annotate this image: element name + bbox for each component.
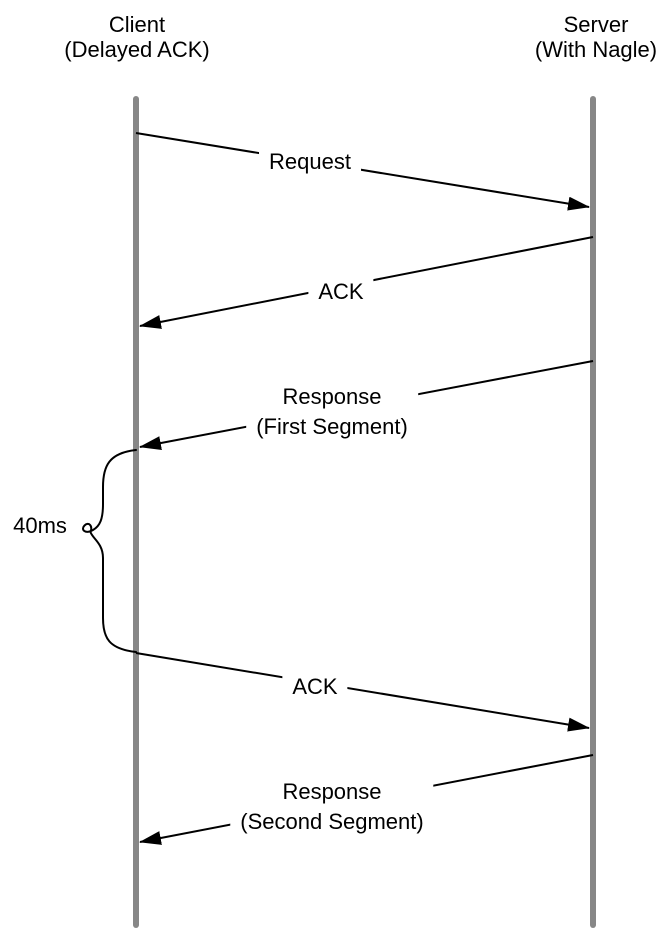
message-label-response-second-segment: Response(Second Segment) (230, 777, 434, 837)
actor-subtitle: (Delayed ACK) (64, 37, 210, 62)
delay-brace (82, 449, 137, 653)
actor-label-server: Server (With Nagle) (535, 12, 657, 62)
message-arrow-ack-2 (135, 652, 590, 732)
actor-name: Client (108, 12, 166, 37)
message-label-request: Request (259, 147, 361, 177)
delay-duration-label: 40ms (13, 513, 67, 538)
actor-subtitle: (With Nagle) (534, 37, 658, 62)
message-label-ack-1: ACK (308, 277, 374, 307)
message-arrow-request (135, 132, 590, 211)
message-label-ack-2: ACK (282, 672, 348, 702)
actor-name: Server (563, 12, 629, 37)
message-label-response-first-segment: Response(First Segment) (246, 382, 418, 442)
actor-label-client: Client (Delayed ACK) (64, 12, 210, 62)
